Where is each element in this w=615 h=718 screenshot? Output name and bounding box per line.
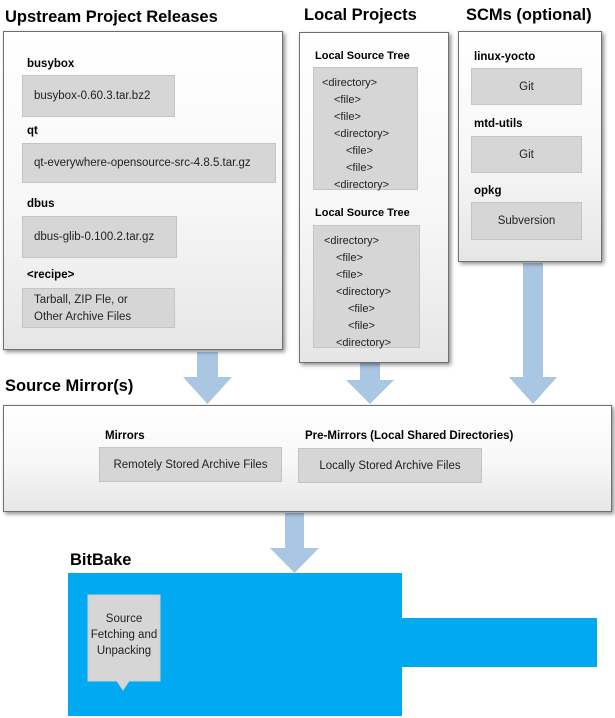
mirrors-label: Mirrors	[105, 430, 145, 442]
premirrors-value: Locally Stored Archive Files	[298, 448, 482, 483]
recipe-value-line2: Other Archive Files	[34, 311, 132, 323]
scm-label-opkg: opkg	[474, 185, 502, 197]
upstream-value-recipe: Tarball, ZIP Fle, or Other Archive Files	[22, 288, 175, 328]
heading-upstream: Upstream Project Releases	[5, 8, 218, 26]
tree2-line: <file>	[348, 303, 375, 315]
tree2-line: <directory>	[324, 235, 380, 247]
arrow-upstream-to-mirrors	[183, 352, 232, 404]
tree1-line: <directory>	[322, 77, 378, 89]
mirrors-value: Remotely Stored Archive Files	[99, 447, 282, 482]
tree2-line: <file>	[336, 269, 363, 281]
scm-value-linux-yocto: Git	[471, 68, 582, 105]
recipe-value-line1: Tarball, ZIP Fle, or	[34, 294, 128, 306]
heading-local-projects: Local Projects	[304, 6, 417, 24]
upstream-label-dbus: dbus	[27, 198, 55, 210]
arrow-mirrors-to-bitbake	[270, 513, 319, 573]
tree2-line: <directory>	[336, 337, 392, 349]
tree1-line: <directory>	[334, 179, 390, 191]
task-box-shape	[87, 594, 161, 691]
upstream-value-busybox: busybox-0.60.3.tar.bz2	[22, 75, 175, 117]
upstream-label-recipe: <recipe>	[27, 269, 75, 281]
task-line1: Source	[105, 613, 143, 625]
tree1-line: <file>	[334, 94, 361, 106]
local-tree-label-2: Local Source Tree	[315, 207, 410, 219]
tree2-line: <file>	[348, 320, 375, 332]
bitbake-shape	[68, 573, 597, 716]
tree1-line: <directory>	[334, 128, 390, 140]
tree1-line: <file>	[346, 145, 373, 157]
tree1-line: <file>	[334, 111, 361, 123]
scm-label-mtd-utils: mtd-utils	[474, 118, 523, 130]
local-tree-2: <directory> <file> <file> <directory> <f…	[313, 225, 420, 349]
task-line3: Unpacking	[96, 645, 152, 657]
scm-value-opkg: Subversion	[471, 202, 582, 240]
scm-value-mtd-utils: Git	[471, 136, 582, 173]
tree2-line: <file>	[336, 252, 363, 264]
local-tree-1: <directory> <file> <file> <directory> <f…	[313, 67, 418, 191]
arrow-scms-to-mirrors	[509, 263, 557, 404]
scm-label-linux-yocto: linux-yocto	[474, 51, 536, 63]
upstream-label-qt: qt	[27, 125, 38, 137]
premirrors-label: Pre-Mirrors (Local Shared Directories)	[305, 430, 514, 442]
task-source-fetching: Source Fetching and Unpacking	[88, 611, 160, 659]
heading-source-mirrors: Source Mirror(s)	[5, 377, 134, 395]
upstream-value-dbus: dbus-glib-0.100.2.tar.gz	[22, 216, 177, 258]
heading-bitbake: BitBake	[70, 551, 132, 569]
arrow-local-to-mirrors	[346, 362, 394, 404]
tree1-line: <file>	[346, 162, 373, 174]
upstream-label-busybox: busybox	[27, 58, 75, 70]
tree2-line: <directory>	[336, 286, 392, 298]
local-tree-label-1: Local Source Tree	[315, 50, 410, 62]
heading-scms: SCMs (optional)	[466, 6, 592, 24]
task-line2: Fetching and	[90, 629, 158, 641]
upstream-value-qt: qt-everywhere-opensource-src-4.8.5.tar.g…	[22, 143, 276, 183]
